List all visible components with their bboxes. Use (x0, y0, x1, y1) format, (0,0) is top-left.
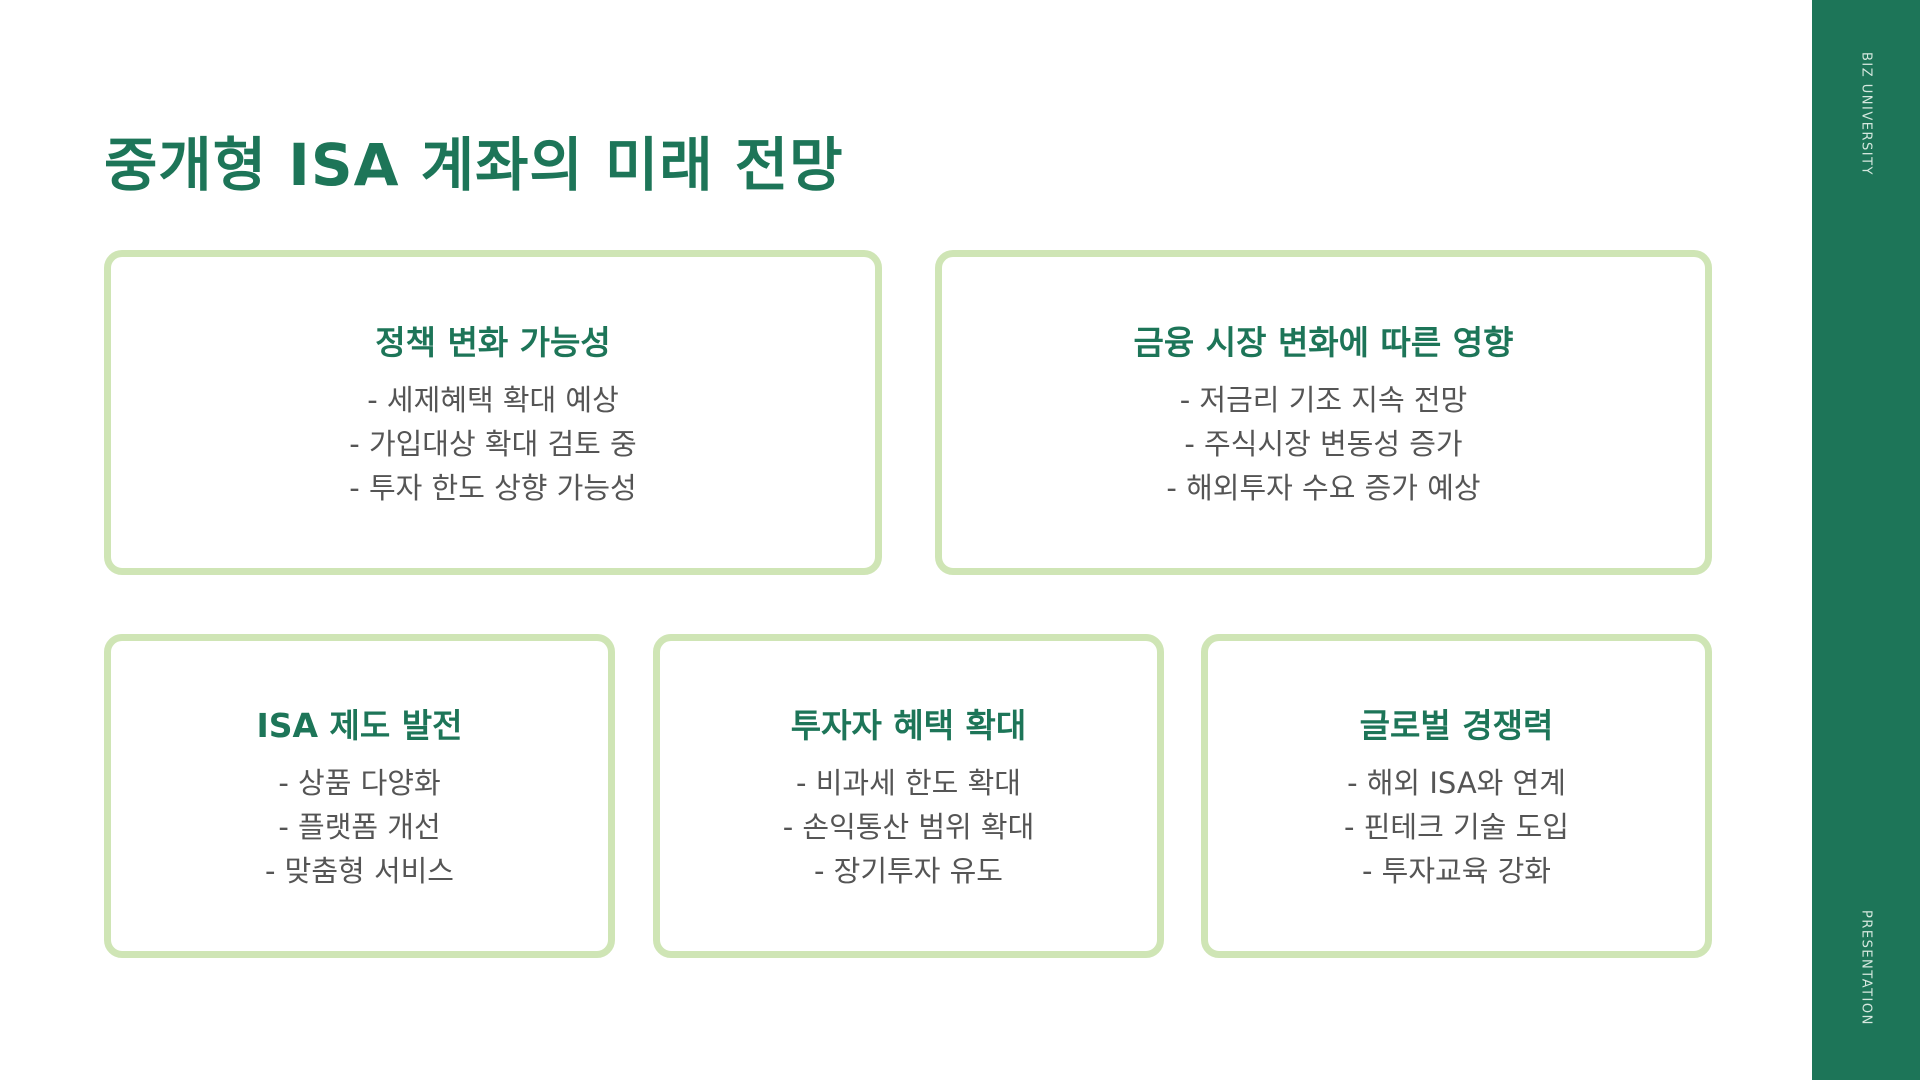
card-market-impact: 금융 시장 변화에 따른 영향 - 저금리 기조 지속 전망 - 주식시장 변동… (935, 250, 1712, 575)
list-item: - 비과세 한도 확대 (796, 766, 1021, 800)
side-bar: BIZ UNIVERSITY PRESENTATION (1812, 0, 1920, 1080)
list-item: - 가입대상 확대 검토 중 (349, 426, 637, 461)
card-list: - 세제혜택 확대 예상 - 가입대상 확대 검토 중 - 투자 한도 상향 가… (349, 378, 636, 510)
list-item: - 해외 ISA와 연계 (1347, 766, 1566, 800)
card-list: - 상품 다양화 - 플랫폼 개선 - 맞춤형 서비스 (265, 761, 454, 893)
list-item: - 핀테크 기술 도입 (1344, 810, 1569, 844)
list-item: - 맞춤형 서비스 (265, 854, 454, 888)
card-title: 금융 시장 변화에 따른 영향 (1133, 322, 1514, 362)
card-list: - 해외 ISA와 연계 - 핀테크 기술 도입 - 투자교육 강화 (1344, 761, 1569, 893)
list-item: - 상품 다양화 (278, 766, 441, 800)
card-global-competitiveness: 글로벌 경쟁력 - 해외 ISA와 연계 - 핀테크 기술 도입 - 투자교육 … (1201, 634, 1712, 958)
side-label-top: BIZ UNIVERSITY (1858, 52, 1874, 176)
card-title: 투자자 혜택 확대 (790, 706, 1027, 745)
list-item: - 장기투자 유도 (814, 854, 1003, 888)
list-item: - 주식시장 변동성 증가 (1184, 426, 1463, 461)
card-title: ISA 제도 발전 (256, 706, 463, 745)
card-title: 글로벌 경쟁력 (1359, 706, 1554, 745)
page-title: 중개형 ISA 계좌의 미래 전망 (104, 131, 844, 199)
list-item: - 저금리 기조 지속 전망 (1179, 382, 1468, 417)
card-list: - 저금리 기조 지속 전망 - 주식시장 변동성 증가 - 해외투자 수요 증… (1166, 378, 1480, 510)
card-list: - 비과세 한도 확대 - 손익통산 범위 확대 - 장기투자 유도 (783, 761, 1035, 893)
list-item: - 세제혜택 확대 예상 (367, 382, 619, 417)
list-item: - 손익통산 범위 확대 (782, 810, 1035, 844)
list-item: - 투자 한도 상향 가능성 (349, 470, 637, 505)
card-policy-change: 정책 변화 가능성 - 세제혜택 확대 예상 - 가입대상 확대 검토 중 - … (104, 250, 882, 575)
card-isa-development: ISA 제도 발전 - 상품 다양화 - 플랫폼 개선 - 맞춤형 서비스 (104, 634, 615, 958)
card-investor-benefits: 투자자 혜택 확대 - 비과세 한도 확대 - 손익통산 범위 확대 - 장기투… (653, 634, 1164, 958)
card-title: 정책 변화 가능성 (375, 322, 611, 362)
side-label-bottom: PRESENTATION (1858, 910, 1874, 1026)
list-item: - 해외투자 수요 증가 예상 (1166, 470, 1481, 505)
list-item: - 투자교육 강화 (1362, 854, 1551, 888)
list-item: - 플랫폼 개선 (278, 810, 441, 844)
